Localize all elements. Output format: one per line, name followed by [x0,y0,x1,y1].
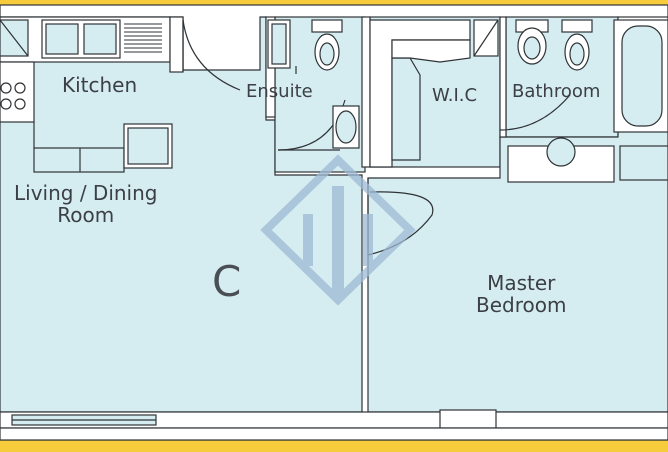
master-bedroom-line2: Bedroom [476,293,567,318]
kitchen-island [33,122,173,173]
unit-letter: C [212,257,242,306]
wic-shelving [369,19,499,168]
master-bedroom-line1: Master [487,271,556,295]
ensuite-fixtures [267,19,360,149]
wic-label: W.I.C [432,85,478,106]
living-dining-label: Living / Dining Room [14,182,157,227]
kitchen-counter [0,16,171,123]
hob [0,82,26,110]
kitchen-label: Kitchen [62,73,138,97]
ensuite-label: Ensuite [246,81,313,102]
living-dining-line2: Room [57,203,115,228]
watermark-logo [260,154,416,306]
living-dining-line1: Living / Dining [14,181,158,205]
bathroom-label: Bathroom [512,81,601,102]
bathroom-fixtures [507,19,668,183]
master-bedroom-label: Master Bedroom [476,272,566,317]
